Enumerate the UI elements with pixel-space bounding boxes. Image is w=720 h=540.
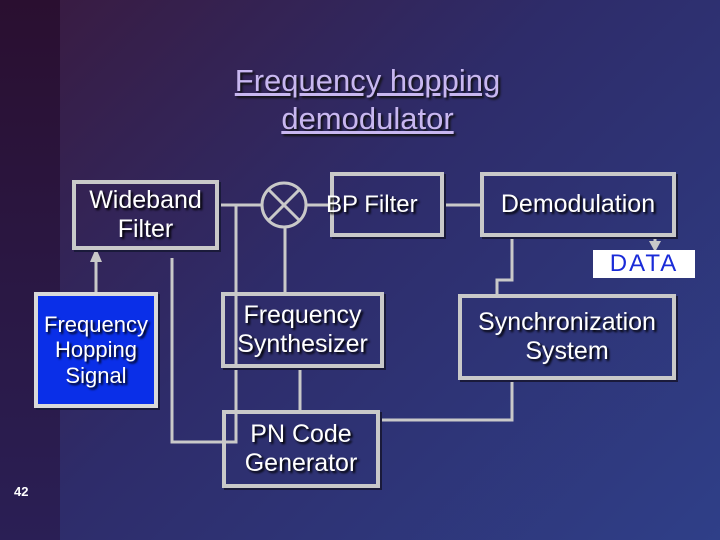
arrowhead-data — [649, 241, 661, 252]
frequency-hopping-signal-box: Frequency Hopping Signal — [34, 292, 158, 408]
pn-code-generator-label: PN Code Generator — [244, 420, 358, 477]
bp-filter-box: BP Filter — [326, 172, 444, 237]
demodulation-box: Demodulation — [480, 172, 676, 237]
left-sidebar-band — [0, 0, 60, 540]
mixer-x-stroke-2 — [266, 187, 302, 223]
frequency-synthesizer-label: Frequency Synthesizer — [237, 301, 368, 358]
mixer-circle-icon — [260, 181, 308, 229]
wideband-filter-box: Wideband Filter — [72, 180, 219, 250]
synchronization-system-box: Synchronization System — [458, 294, 676, 380]
pn-code-generator-box: PN Code Generator — [222, 410, 380, 488]
title-line-1: Frequency hopping — [234, 63, 501, 98]
arrowhead-wideband — [90, 248, 102, 262]
frequency-synthesizer-box: Frequency Synthesizer — [221, 292, 384, 368]
synchronization-system-label: Synchronization System — [478, 308, 656, 365]
wideband-filter-label: Wideband Filter — [89, 186, 202, 243]
slide-title: Frequency hopping demodulator — [160, 62, 575, 138]
title-line-2: demodulator — [281, 101, 454, 136]
demodulation-label: Demodulation — [500, 190, 656, 219]
frequency-hopping-signal-label: Frequency Hopping Signal — [44, 312, 148, 388]
page-number: 42 — [14, 484, 29, 499]
wire-demod-to-sync — [495, 237, 514, 294]
wire-sync-to-pn — [380, 380, 514, 422]
data-output-label: DATA — [593, 250, 695, 278]
bp-filter-label: BP Filter — [326, 190, 418, 218]
